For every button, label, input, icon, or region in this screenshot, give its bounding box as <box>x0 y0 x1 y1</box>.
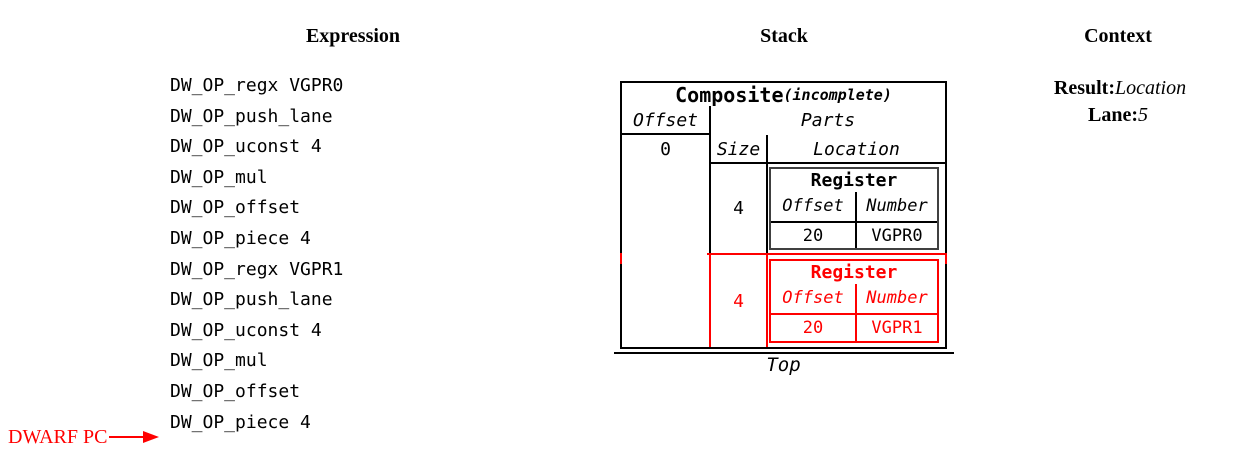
size-column-header: Size <box>716 138 761 160</box>
lane-label: Lane: <box>1088 104 1138 126</box>
composite-qualifier: (incomplete) <box>783 85 892 104</box>
expression-op: DW_OP_push_lane <box>170 289 333 311</box>
expression-op: DW_OP_regx VGPR0 <box>170 75 344 96</box>
register-offset-value: 20 <box>802 225 824 246</box>
size-location-divider <box>766 135 768 253</box>
expression-list: DW_OP_regx VGPR0 DW_OP_push_lane DW_OP_u… <box>170 71 343 438</box>
dwarf-pc-label: DWARF PC <box>8 425 108 448</box>
part-size-value: 4 <box>733 198 744 219</box>
offset-column-header: Offset <box>632 109 699 131</box>
register-column-divider <box>855 192 857 248</box>
context-lane-line: Lane:5 <box>1018 104 1218 127</box>
register-number-value: VGPR0 <box>871 225 923 246</box>
stack-column-title: Stack <box>760 25 808 47</box>
location-column-header: Location <box>813 138 900 160</box>
stack-top-rule <box>614 352 954 354</box>
register-number-value: VGPR1 <box>871 318 923 338</box>
composite-title: Composite <box>675 82 784 107</box>
size-location-divider-highlight <box>766 253 768 347</box>
register-title: Register <box>810 170 898 191</box>
context-result-line: Result:Location <box>1020 77 1220 100</box>
offset-header-underline <box>622 133 711 135</box>
register-values-underline <box>771 221 937 223</box>
register-location-table: Register Offset Number 20 VGPR0 <box>769 167 939 250</box>
register-number-header: Number <box>866 196 928 216</box>
register-values-underline <box>771 313 937 315</box>
offset-parts-divider <box>709 106 711 253</box>
highlight-tick-right <box>945 253 947 264</box>
result-value: Location <box>1114 77 1187 99</box>
stack-top-label: Top <box>766 354 801 376</box>
register-offset-header: Offset <box>782 288 844 308</box>
expression-op: DW_OP_uconst 4 <box>170 136 322 158</box>
expression-op: DW_OP_piece 4 <box>170 227 311 249</box>
lane-value: 5 <box>1138 104 1148 126</box>
offset-parts-divider-highlight <box>709 253 711 347</box>
expression-op: DW_OP_regx VGPR1 <box>170 258 344 280</box>
highlight-tick-left <box>620 253 622 264</box>
expression-op: DW_OP_offset <box>170 197 301 219</box>
dwarf-pc-pointer: DWARF PC <box>8 425 160 448</box>
register-offset-value: 20 <box>802 318 824 338</box>
expression-op: DW_OP_push_lane <box>170 105 333 127</box>
expression-op: DW_OP_mul <box>170 166 268 188</box>
composite-header: Composite(incomplete) <box>622 82 945 107</box>
expression-op: DW_OP_uconst 4 <box>170 319 322 341</box>
context-column-title: Context <box>1084 25 1152 47</box>
expression-op: DW_OP_mul <box>170 350 268 372</box>
part-size-value: 4 <box>733 290 744 312</box>
stack-composite-table: Composite(incomplete) Offset Parts 0 Siz… <box>620 81 947 349</box>
result-label: Result: <box>1053 77 1115 99</box>
highlighted-part-top-border <box>707 253 945 255</box>
expression-op: DW_OP_piece 4 <box>170 411 311 433</box>
right-arrow-icon <box>109 431 160 443</box>
parts-header-underline <box>711 162 945 164</box>
register-offset-header: Offset <box>782 196 844 216</box>
register-title: Register <box>810 262 898 283</box>
register-number-header: Number <box>866 288 928 308</box>
parts-column-header: Parts <box>800 109 856 131</box>
register-column-divider <box>855 284 857 341</box>
composite-offset-value: 0 <box>660 138 671 160</box>
register-location-table-highlighted: Register Offset Number 20 VGPR1 <box>769 259 939 343</box>
expression-op: DW_OP_offset <box>170 380 301 402</box>
expression-column-title: Expression <box>305 25 401 47</box>
